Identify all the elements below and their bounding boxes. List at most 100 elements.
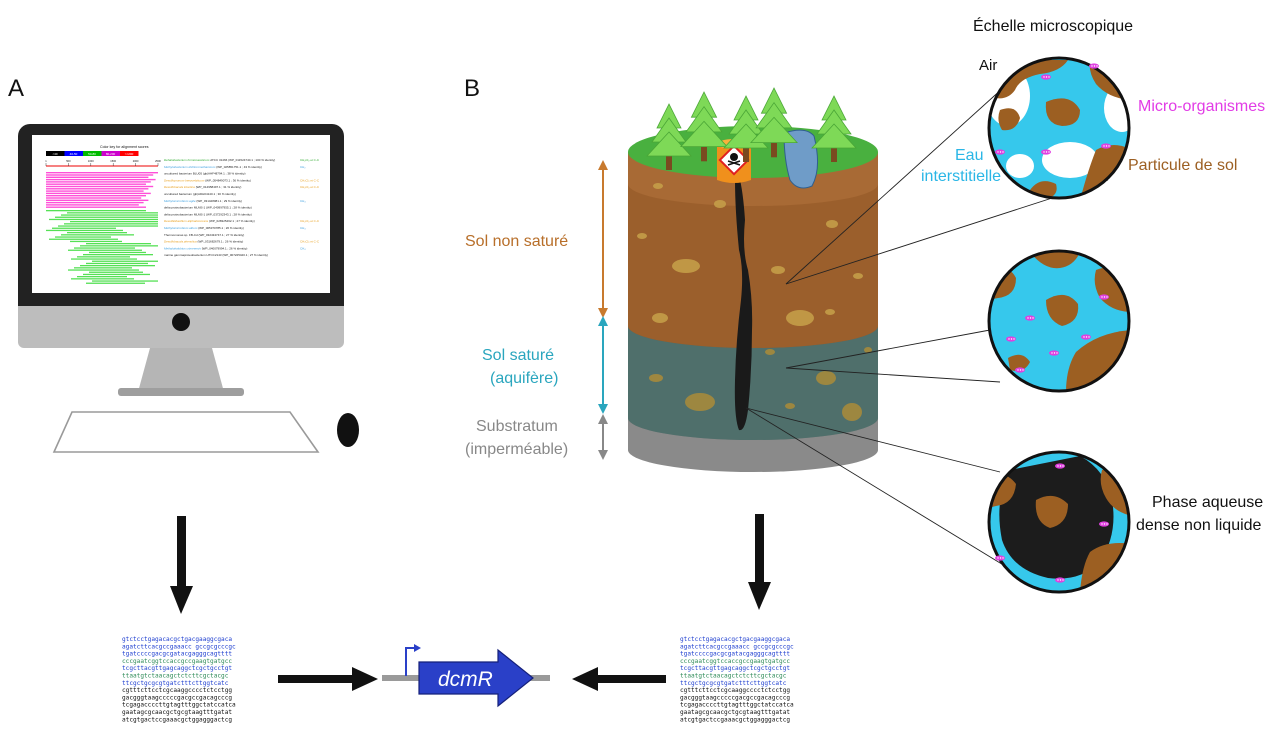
sequence-line: gacgggtaagcccccgacgccgacagcccg xyxy=(680,694,790,701)
legend-swatch xyxy=(46,151,65,156)
sequence-line: ttcgctgcgcgtgatctttcttggtcatc xyxy=(122,680,229,687)
sequence-line: cgtttcttcctcgcaaggcccctctcctgg xyxy=(122,687,232,694)
sequence-line: gtctcctgagacacgctgacgaaggcgaca xyxy=(122,636,232,643)
hit-bar xyxy=(46,229,123,232)
hit-bar xyxy=(64,223,158,225)
hit-bar xyxy=(55,236,111,238)
hit-bar xyxy=(46,181,151,183)
gene-arrow xyxy=(418,648,534,708)
hit-bar xyxy=(52,227,116,229)
sequence-line: tcgagaccccttgtagtttggctatccatca xyxy=(122,702,236,709)
label-pore-water-2: interstitielle xyxy=(921,168,1001,185)
hit-tag: CH₂Cl₂ et C-C xyxy=(300,178,320,182)
sequence-line: atcgtgactccgaaacgctggagggactcg xyxy=(122,716,232,723)
hit-tag: CH₄ xyxy=(300,199,306,203)
hit-entry: Desulfoprunum benzoelyticum (WP_05484907… xyxy=(164,178,251,182)
label-impermeable: (imperméable) xyxy=(465,441,568,458)
legend-label: 40-50 xyxy=(70,152,78,156)
hit-tag: CH₂Cl₂ et C-C xyxy=(300,240,320,244)
legend-label: >=200 xyxy=(125,152,134,156)
dna-sequence-a: gtctcctgagacacgctgacgaaggcgacaagatcttcac… xyxy=(122,636,236,723)
hit-entry: uncultured bacterium BLU05 (gb|AHF48794.… xyxy=(164,172,246,176)
hit-bar xyxy=(46,195,146,197)
hit-bar xyxy=(86,243,151,245)
hit-bar xyxy=(46,199,149,201)
hit-bar xyxy=(61,214,158,216)
blast-hit-list: Dehalobacterium formicoaceticum ATCC 314… xyxy=(164,158,320,257)
gene-label: dcmR xyxy=(438,668,493,691)
hit-bar xyxy=(68,249,142,251)
hit-entry: Methylohalobius crimeensis (WP_040079994… xyxy=(164,246,247,250)
power-button-icon xyxy=(172,313,190,331)
hit-bar xyxy=(74,267,132,269)
arrow-down-a xyxy=(170,516,193,614)
sequence-line: cgtttcttcctcgcaaggcccctctcctgg xyxy=(680,687,790,694)
hit-bar xyxy=(46,201,144,204)
hit-bar xyxy=(49,218,158,221)
hit-tag: CH₂ xyxy=(300,165,306,169)
hit-bar xyxy=(46,190,144,192)
sequence-line: cccgaatcggtccaccgccgaagtgatgcc xyxy=(122,658,232,665)
hit-bar xyxy=(71,278,134,280)
axis-tick-label: 500 xyxy=(66,159,71,163)
hit-bar xyxy=(46,174,154,176)
hit-bar xyxy=(86,282,145,284)
hit-bar xyxy=(83,254,153,256)
micro-circle-unsaturated xyxy=(987,56,1131,200)
blast-hit-bars xyxy=(46,172,158,284)
axis-tick-label: 1000 xyxy=(88,159,94,163)
hit-tag: CH₂Cl₂ et C-C xyxy=(300,158,320,162)
sequence-line: gacgggtaagcccccgacgccgacagcccg xyxy=(122,694,232,701)
hit-entry: Desulfatibacillum aliphaticivorans (WP_0… xyxy=(164,219,255,223)
hit-entry: delta proteobacterium MLMS-1 (WP_0372923… xyxy=(164,212,252,216)
blast-chart-title: Color key for alignment scores xyxy=(100,145,149,149)
soil-column xyxy=(628,126,878,472)
hit-bar xyxy=(92,260,158,262)
hit-entry: Methylomicrobium album (WP_005370785.1 ;… xyxy=(164,226,244,230)
hit-bar xyxy=(46,185,154,188)
legend-label: 50-80 xyxy=(88,152,96,156)
micro-circle-saturated xyxy=(987,249,1131,393)
hit-bar xyxy=(49,238,118,240)
hit-bar xyxy=(89,251,146,254)
hit-bar xyxy=(46,178,156,181)
hit-bar xyxy=(46,188,149,190)
legend-swatch xyxy=(83,151,102,156)
sequence-line: agatcttcacgccgaaacc gccgcgcccgc xyxy=(680,643,794,650)
hit-bar xyxy=(77,276,127,278)
label-air: Air xyxy=(979,57,997,74)
sequence-line: ttaatgtctaacagctctcttcgctacgc xyxy=(122,673,229,680)
sequence-line: ttaatgtctaacagctctcttcgctacgc xyxy=(680,673,787,680)
hit-bar xyxy=(46,176,149,178)
sequence-line: agatcttcacgccgaaacc gccgcgcccgc xyxy=(122,643,236,650)
hit-entry: Dehalobacterium formicoaceticum ATCC 314… xyxy=(164,158,275,162)
label-saturated-soil: Sol saturé xyxy=(482,347,554,364)
hit-bar xyxy=(86,262,148,265)
hit-tag: CH₄ xyxy=(300,246,306,250)
hit-bar xyxy=(80,265,155,267)
label-microorganisms: Micro-organismes xyxy=(1138,98,1265,115)
dcmr-gene: dcmR xyxy=(382,644,550,708)
hit-bar xyxy=(70,240,122,243)
tree-icon xyxy=(811,95,857,162)
sequence-line: tcgcttacgttgagcaggctcgctgcctgt xyxy=(680,665,790,672)
trees xyxy=(646,87,857,170)
hit-bar xyxy=(58,225,158,227)
hit-bar xyxy=(46,183,146,185)
legend-swatch xyxy=(101,151,120,156)
mouse xyxy=(337,413,359,447)
hit-bar xyxy=(70,221,158,223)
sequence-line: cccgaatcggtccaccgccgaagtgatgcc xyxy=(680,658,790,665)
tree-icon xyxy=(679,91,729,162)
hit-bar xyxy=(67,212,158,214)
hit-bar xyxy=(46,204,139,206)
tree-icon xyxy=(749,87,799,158)
label-soil-particle: Particule de sol xyxy=(1128,157,1237,174)
panel-b-letter: B xyxy=(464,75,480,102)
sequence-line: gtctcctgagacacgctgacgaaggcgaca xyxy=(680,636,790,643)
hit-bar xyxy=(46,197,142,199)
tree-icon xyxy=(646,103,692,170)
